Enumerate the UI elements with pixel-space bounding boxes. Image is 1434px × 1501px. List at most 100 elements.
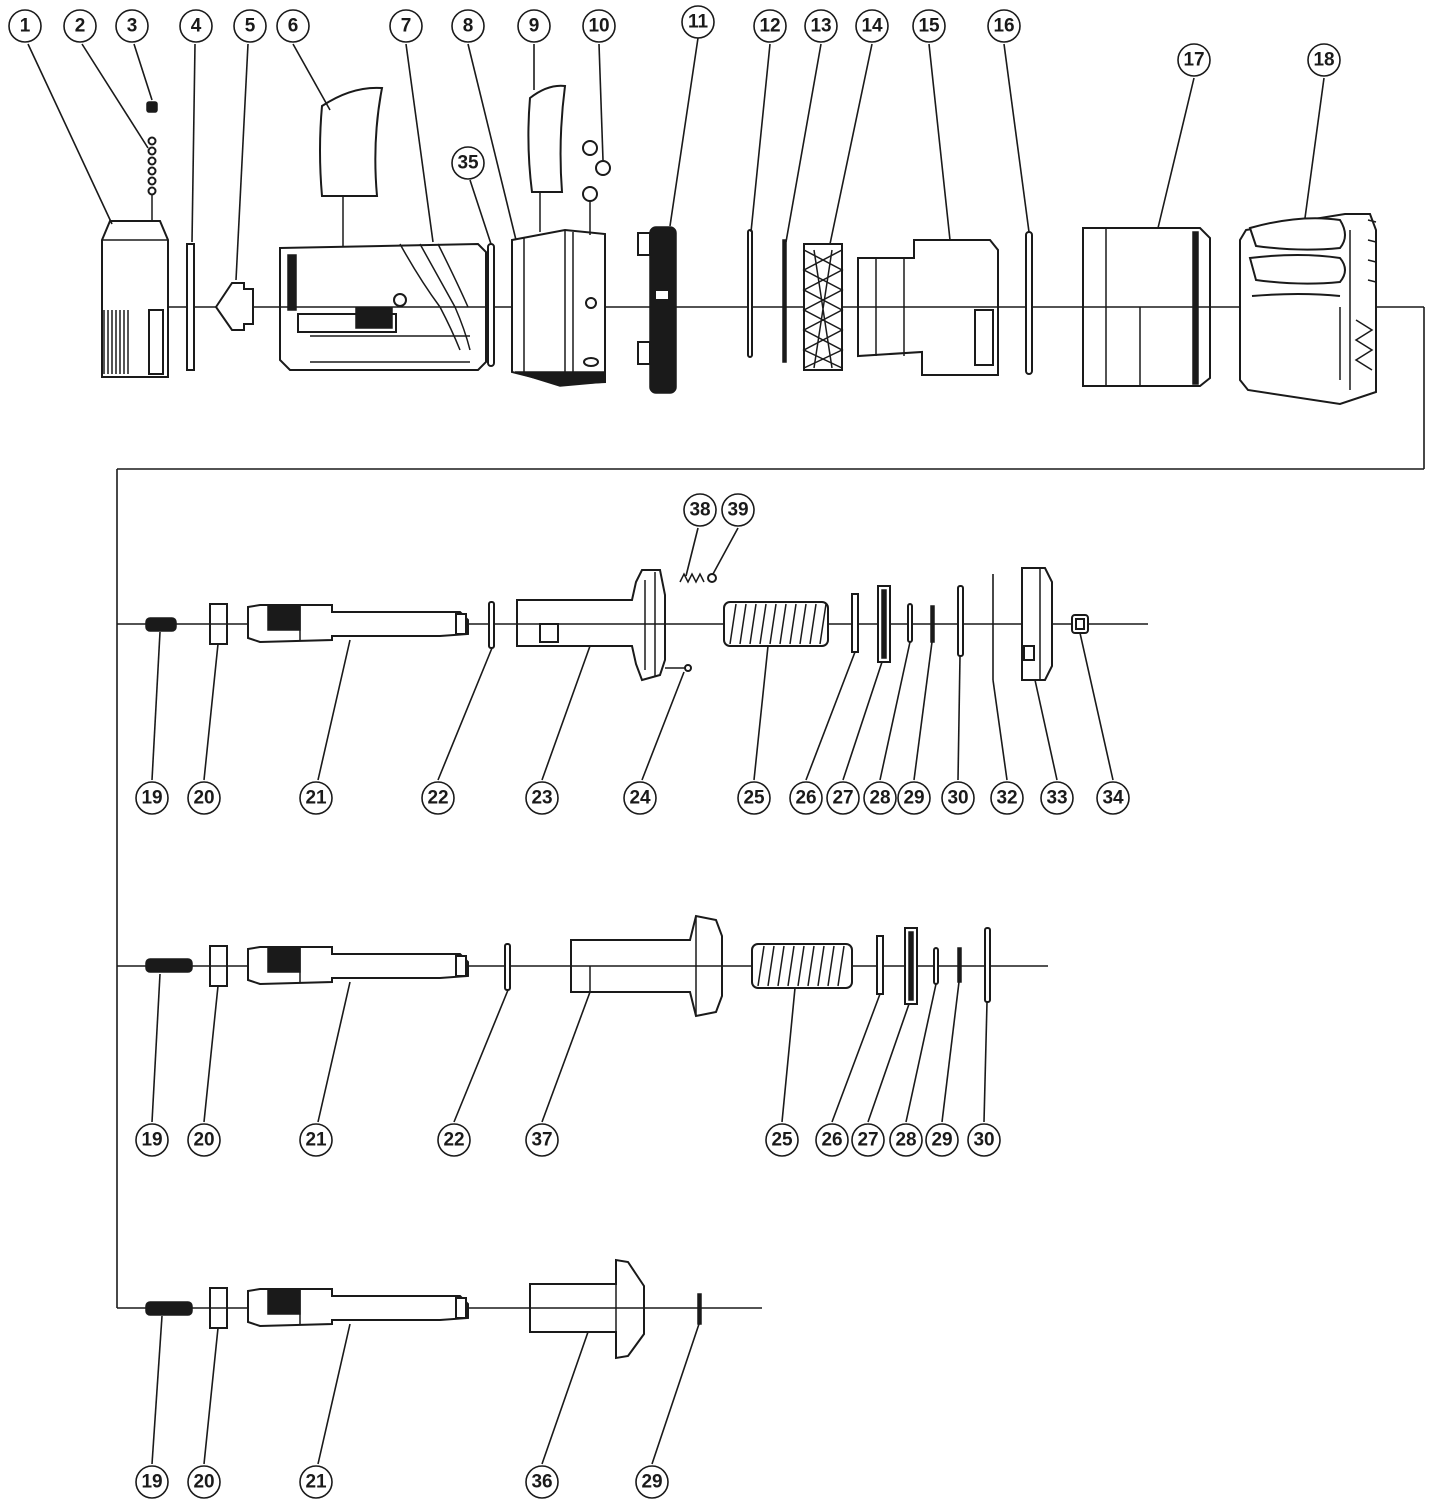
callout-16: 16 <box>987 9 1021 43</box>
svg-text:38: 38 <box>689 500 710 521</box>
part-10-balls <box>582 140 611 309</box>
svg-text:3: 3 <box>127 16 138 37</box>
callout-6: 6 <box>276 9 310 43</box>
part-36-sleeve <box>529 1258 645 1360</box>
svg-text:29: 29 <box>931 1130 952 1151</box>
part-30-ring <box>984 927 991 1003</box>
callout-29: 29 <box>635 1465 669 1499</box>
part-25-spring <box>751 943 853 989</box>
callout-17: 17 <box>1177 43 1211 77</box>
part-25-spring <box>723 601 829 647</box>
callout-20: 20 <box>187 1465 221 1499</box>
svg-text:4: 4 <box>191 16 202 37</box>
part-29-clip <box>697 1293 702 1325</box>
svg-text:5: 5 <box>245 16 256 37</box>
svg-text:25: 25 <box>743 788 765 809</box>
svg-text:33: 33 <box>1046 788 1067 809</box>
callout-33: 33 <box>1040 781 1074 815</box>
callout-22: 22 <box>421 781 455 815</box>
part-34-nut <box>1071 614 1089 634</box>
callout-21: 21 <box>299 781 333 815</box>
part-29-clip <box>930 605 935 643</box>
part-7-body <box>279 242 487 371</box>
callout-25: 25 <box>765 1123 799 1157</box>
part-20-block <box>209 603 228 645</box>
callout-29: 29 <box>925 1123 959 1157</box>
svg-text:24: 24 <box>629 788 651 809</box>
callout-37: 37 <box>525 1123 559 1157</box>
callout-7: 7 <box>389 9 423 43</box>
callout-27: 27 <box>851 1123 885 1157</box>
callout-30: 30 <box>941 781 975 815</box>
callout-21: 21 <box>299 1465 333 1499</box>
svg-text:28: 28 <box>895 1130 916 1151</box>
part-8-housing <box>511 228 606 387</box>
part-5-cone <box>214 282 254 331</box>
callout-8: 8 <box>451 9 485 43</box>
callout-36: 36 <box>525 1465 559 1499</box>
svg-text:19: 19 <box>141 1130 162 1151</box>
svg-text:22: 22 <box>427 788 448 809</box>
svg-text:14: 14 <box>861 16 883 37</box>
svg-text:37: 37 <box>531 1130 552 1151</box>
part-2-balls <box>147 136 157 221</box>
svg-text:34: 34 <box>1102 788 1124 809</box>
svg-text:19: 19 <box>141 1472 162 1493</box>
svg-text:32: 32 <box>996 788 1017 809</box>
part-3-detent <box>146 101 158 113</box>
row-4-parts <box>145 1258 702 1360</box>
part-21-shaft <box>247 604 469 644</box>
part-1-nut <box>101 220 169 378</box>
svg-text:8: 8 <box>463 16 474 37</box>
svg-text:22: 22 <box>443 1130 464 1151</box>
svg-text:10: 10 <box>588 16 609 37</box>
callout-13: 13 <box>804 9 838 43</box>
svg-text:30: 30 <box>947 788 968 809</box>
svg-text:23: 23 <box>531 788 552 809</box>
part-21-shaft <box>247 946 469 986</box>
callout-12: 12 <box>753 9 787 43</box>
callout-27: 27 <box>826 781 860 815</box>
svg-text:27: 27 <box>857 1130 878 1151</box>
callout-26: 26 <box>789 781 823 815</box>
callout-2: 2 <box>63 9 97 43</box>
svg-text:29: 29 <box>903 788 924 809</box>
part-19-screw <box>145 958 193 973</box>
callout-1: 1 <box>8 9 42 43</box>
part-17-housing <box>1082 227 1211 387</box>
part-27-bearing <box>877 585 891 663</box>
part-22-ring <box>504 943 511 991</box>
callout-30: 30 <box>967 1123 1001 1157</box>
part-21-shaft <box>247 1288 469 1328</box>
callout-15: 15 <box>912 9 946 43</box>
part-35-oring <box>487 243 495 367</box>
callout-3: 3 <box>115 9 149 43</box>
callout-28: 28 <box>863 781 897 815</box>
callout-35: 35 <box>451 146 485 180</box>
callout-14: 14 <box>855 9 889 43</box>
part-30-ring <box>957 585 964 657</box>
callout-5: 5 <box>233 9 267 43</box>
part-38-spring <box>679 572 705 584</box>
callout-4: 4 <box>179 9 213 43</box>
part-39-ball <box>707 573 717 583</box>
part-20-block <box>209 945 228 987</box>
svg-text:9: 9 <box>529 16 540 37</box>
part-24-pin <box>665 664 692 672</box>
svg-text:17: 17 <box>1183 50 1204 71</box>
part-4-washer <box>186 243 195 371</box>
part-20-block <box>209 1287 228 1329</box>
callout-19: 19 <box>135 1465 169 1499</box>
part-28-ring <box>907 603 913 643</box>
svg-text:26: 26 <box>821 1130 842 1151</box>
svg-text:6: 6 <box>288 16 299 37</box>
callout-26: 26 <box>815 1123 849 1157</box>
part-9-label <box>527 84 567 232</box>
callout-29: 29 <box>897 781 931 815</box>
part-26-washer <box>851 593 859 653</box>
row-1-parts <box>101 84 1377 406</box>
svg-text:13: 13 <box>810 16 831 37</box>
svg-text:35: 35 <box>457 153 479 174</box>
svg-text:30: 30 <box>973 1130 994 1151</box>
